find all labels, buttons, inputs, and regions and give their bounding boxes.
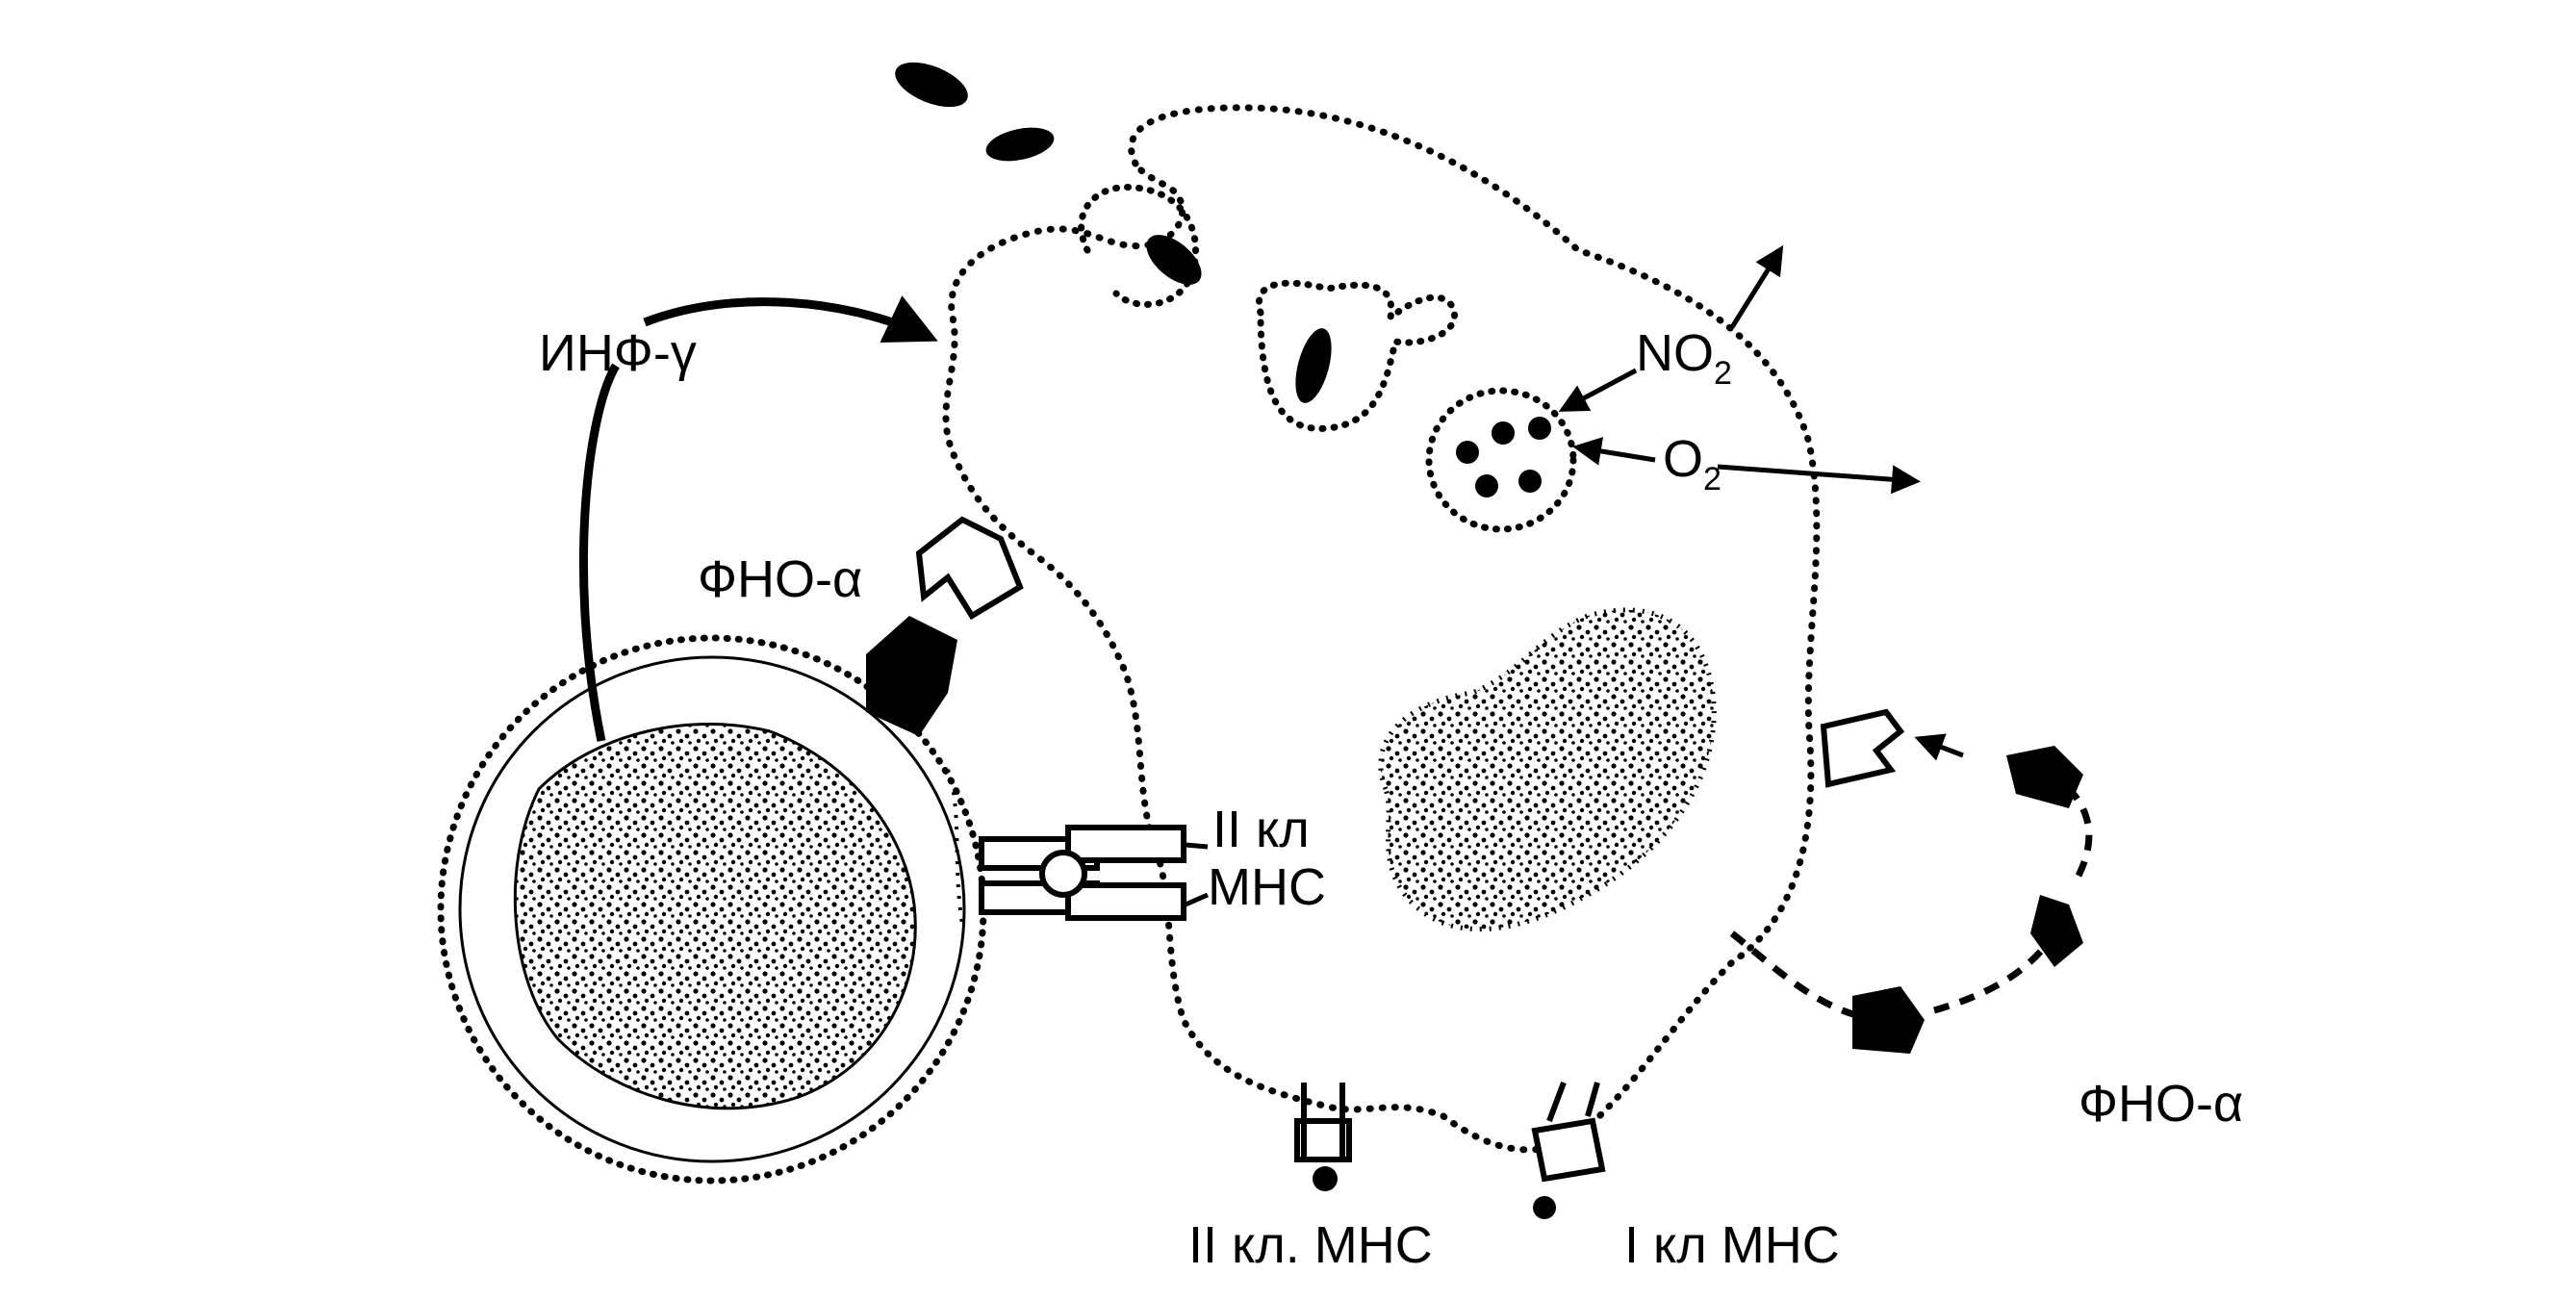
mhc1-peptide-bottom bbox=[1533, 1196, 1556, 1219]
granule bbox=[1456, 441, 1479, 464]
label-mhc2-bottom: II кл. МНС bbox=[1188, 1216, 1433, 1274]
label-mhc2-contact-line1: II кл bbox=[1212, 801, 1310, 858]
granule bbox=[1528, 417, 1551, 440]
mhc2-peptide-bottom bbox=[1313, 1166, 1338, 1191]
lymphocyte-surface-receptors bbox=[946, 769, 964, 925]
label-inf-gamma: ИНФ-γ bbox=[539, 324, 697, 382]
tnf-autocrine-loop bbox=[1729, 786, 2093, 1024]
label-mhc2-contact-line2: МНС bbox=[1208, 858, 1326, 916]
tnf-alpha-molecule bbox=[2006, 746, 2083, 808]
t-lymphocyte-inner-ring bbox=[458, 655, 966, 1163]
label-o2: O2 bbox=[1663, 430, 1722, 497]
label-mhc1-bottom: I кл МНС bbox=[1624, 1216, 1840, 1274]
mhc2-contact-right bbox=[1065, 882, 1186, 921]
bacterium-falling-1 bbox=[895, 62, 968, 108]
contact-pointer bbox=[1185, 842, 1209, 850]
tnf-alpha-molecule bbox=[2030, 895, 2083, 967]
t-lymphocyte-nucleus bbox=[513, 723, 917, 1110]
o2-arrow-left bbox=[1572, 437, 1656, 466]
mhc2-receptor-bottom bbox=[1294, 1083, 1352, 1162]
label-no2: NO2 bbox=[1636, 324, 1732, 392]
bacterium-engulfing bbox=[1146, 235, 1202, 285]
tnf-alpha-molecule bbox=[1852, 986, 1925, 1054]
no2-arrow bbox=[1558, 368, 1638, 412]
granule bbox=[1518, 470, 1542, 493]
tnf-binding-arrow bbox=[1914, 733, 1964, 761]
mhc1-receptor-bottom bbox=[1531, 1117, 1606, 1183]
antigen-peptide bbox=[1039, 850, 1087, 898]
inf-gamma-arrow bbox=[578, 302, 929, 742]
phagosome bbox=[1255, 279, 1459, 432]
label-tnf-alpha-top: ФНО-α bbox=[698, 550, 862, 608]
efflux-arrow bbox=[1729, 244, 1784, 329]
bacterium-in-phagosome bbox=[1295, 328, 1332, 403]
granule bbox=[1492, 421, 1515, 445]
tnf-alpha-bound bbox=[866, 616, 957, 736]
oxidative-vesicle bbox=[1425, 387, 1577, 533]
mhc2-contact-right bbox=[1065, 825, 1186, 863]
phagocytic-cup bbox=[1078, 183, 1199, 308]
label-tnf-alpha-right: ФНО-α bbox=[2079, 1075, 2243, 1133]
macrophage-membrane bbox=[942, 104, 1821, 1154]
macrophage-nucleus bbox=[1378, 607, 1717, 932]
tnf-receptor-right bbox=[1820, 708, 1905, 788]
contact-pointer bbox=[1185, 892, 1209, 907]
o2-arrow-right bbox=[1717, 464, 1921, 495]
bacterium-falling-2 bbox=[985, 127, 1055, 162]
tnf-receptor-upper bbox=[915, 516, 1024, 621]
mhc1-receptor-stem bbox=[1546, 1081, 1600, 1123]
granule bbox=[1475, 474, 1498, 497]
